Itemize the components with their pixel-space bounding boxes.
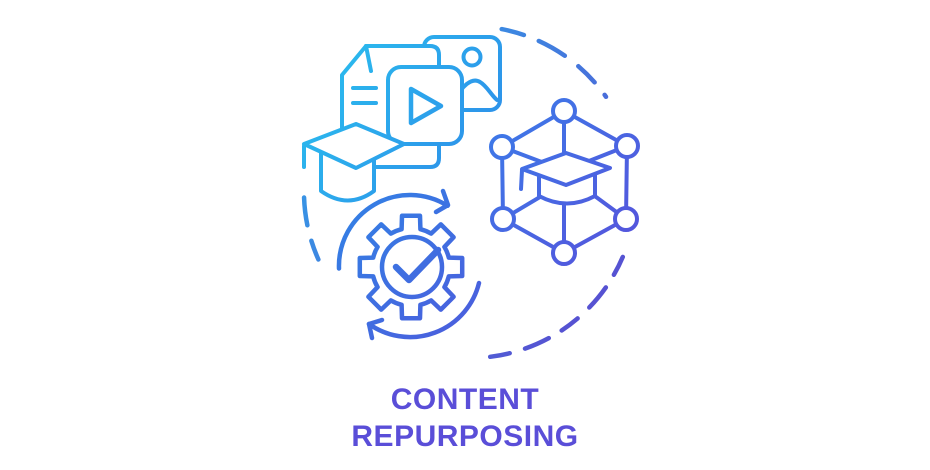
graduation-cap-icon — [302, 122, 406, 203]
node-bottom — [551, 240, 577, 266]
dashed-circle-icon — [301, 26, 626, 360]
cap-board — [302, 122, 406, 170]
dashed-arc-top-right — [499, 26, 609, 100]
dashed-arc-bottom-right — [487, 254, 626, 360]
network-nodes — [489, 98, 640, 266]
node-top-left — [489, 134, 515, 160]
dashed-arc-left — [301, 192, 321, 262]
sync-arrowhead-top — [433, 188, 451, 215]
gear-check-sync-icon — [336, 188, 482, 341]
check-circle — [379, 234, 445, 300]
checkmark-icon — [392, 246, 442, 284]
folded-corner — [364, 44, 373, 73]
node-top-right — [614, 133, 640, 159]
sync-arrow-bottom — [366, 280, 482, 340]
node-bottom-right — [613, 206, 639, 232]
sync-arrow-top — [336, 192, 450, 271]
cap-board — [520, 151, 612, 187]
network-cube-graduation-icon — [489, 98, 640, 266]
sun-icon — [461, 46, 483, 68]
sync-arrowhead-bottom — [366, 317, 385, 341]
cube-graduation-cap-icon — [519, 151, 612, 206]
video-file-icon — [386, 65, 464, 146]
play-icon — [408, 86, 444, 126]
concept-title-line2: REPURPOSING — [351, 420, 579, 453]
concept-title: CONTENT REPURPOSING — [0, 381, 930, 455]
cap-tassel — [519, 168, 524, 191]
node-top — [551, 98, 577, 124]
concept-title-line1: CONTENT — [390, 383, 540, 416]
node-bottom-left — [490, 206, 516, 232]
content-files-group — [302, 35, 502, 203]
